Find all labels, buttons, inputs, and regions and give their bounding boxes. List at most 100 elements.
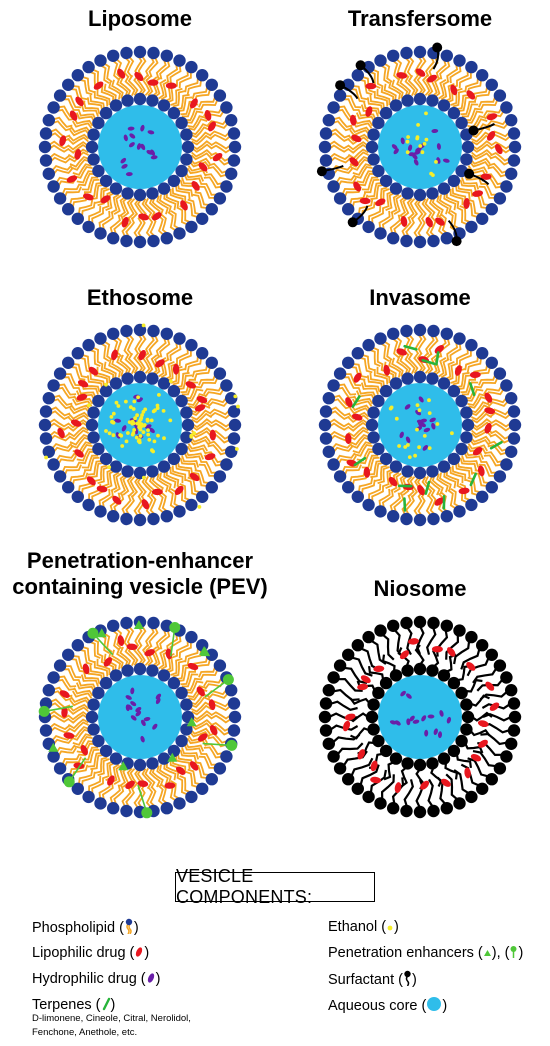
lipophilic-drug	[204, 109, 212, 121]
phospholipid-head	[92, 116, 105, 130]
phospholipid-tail	[108, 80, 121, 100]
phospholipid-head	[367, 431, 380, 444]
phospholipid-tail	[342, 98, 360, 111]
lipophilic-drug	[469, 371, 481, 379]
phospholipid-tail	[450, 87, 463, 106]
surfactant-head	[447, 744, 461, 758]
ethanol-molecule	[427, 446, 432, 450]
edge-activator-head	[347, 217, 358, 228]
phospholipid-head	[133, 662, 147, 676]
surfactant-tail	[414, 644, 425, 666]
phospholipid-head	[71, 69, 84, 82]
phospholipid-tail	[444, 82, 455, 103]
ethanol-molecule	[142, 423, 147, 427]
phospholipid-tail	[67, 713, 89, 724]
title-liposome: Liposome	[88, 6, 192, 31]
terpene-icon	[102, 997, 110, 1011]
phospholipid-tail	[416, 74, 426, 96]
phospholipid-tail	[347, 419, 369, 429]
surfactant-tail	[430, 766, 443, 787]
phospholipid-tail	[187, 685, 207, 698]
surfactant-head	[401, 664, 414, 677]
lipophilic-drug	[489, 702, 500, 711]
lipophilic-drug	[484, 423, 492, 434]
phospholipid-tail	[328, 140, 350, 150]
phospholipid-tail	[209, 411, 231, 420]
phospholipid-tail	[367, 181, 383, 198]
phospholipid-tail	[446, 63, 459, 82]
lipophilic-drug	[82, 663, 90, 675]
phospholipid-tail	[203, 676, 223, 687]
phospholipid-tail	[62, 376, 80, 389]
phospholipid-head	[175, 164, 188, 178]
phospholipid-head	[228, 710, 242, 724]
phospholipid-tail	[69, 129, 91, 137]
phospholipid-tail	[185, 478, 199, 496]
phospholipid-head	[133, 235, 147, 249]
phospholipid-tail	[440, 358, 450, 379]
hydrophilic-drug	[446, 716, 452, 724]
phospholipid-tail	[374, 464, 388, 482]
legend-hydrophilic: Hydrophilic drug ()	[32, 970, 160, 988]
phospholipid-tail	[133, 352, 144, 374]
transfersome-diagram	[316, 42, 522, 249]
hydrophilic-drug	[123, 134, 128, 142]
phospholipid-head	[413, 323, 427, 337]
phospholipid-tail	[184, 171, 205, 182]
surfactant-head	[389, 669, 403, 682]
phospholipid-tail	[203, 746, 223, 759]
surfactant-tail	[444, 761, 459, 780]
phospholipid-head	[493, 192, 507, 205]
phospholipid-tail	[358, 450, 376, 465]
phospholipid-head	[157, 460, 171, 473]
lipophilic-drug	[464, 767, 471, 779]
hydrophilic-drug	[409, 715, 415, 722]
phospholipid-tail	[67, 141, 89, 151]
phospholipid-tail	[347, 141, 369, 151]
surfactant-head	[413, 615, 427, 629]
phospholipid-head	[400, 46, 413, 60]
hydrophilic-drug	[391, 144, 398, 150]
phospholipid-tail	[145, 216, 154, 238]
phospholipid-head	[109, 460, 123, 473]
phospholipid-tail	[160, 358, 170, 379]
phospholipid-head	[455, 394, 468, 408]
hydrophilic-drug	[424, 729, 429, 737]
phospholipid-tail	[347, 426, 369, 438]
phospholipid-tail	[436, 473, 449, 493]
phospholipid-head	[53, 659, 67, 672]
hydrophilic-drug	[406, 718, 411, 726]
surfactant-tail	[464, 742, 484, 754]
hydrophilic-drug	[135, 710, 142, 717]
phospholipid-head	[133, 92, 147, 106]
lipophilic-drug	[394, 782, 402, 794]
phospholipid-head	[401, 187, 414, 200]
ethanol-molecule	[405, 150, 410, 155]
lipophilic-drug	[426, 74, 438, 83]
phospholipid-tail	[457, 374, 473, 391]
phospholipid-tail	[166, 362, 178, 382]
phospholipid-head	[427, 324, 440, 338]
lipophilic-drug	[466, 662, 476, 671]
phospholipid-head	[318, 418, 332, 432]
lipophilic-drug	[485, 681, 495, 691]
phospholipid-tail	[57, 455, 77, 466]
phospholipid-head	[447, 174, 461, 188]
edge-activator-head	[464, 168, 475, 179]
ethanol-molecule	[397, 444, 401, 448]
hydrophilic-drug	[125, 704, 130, 712]
phospholipid-head	[213, 192, 227, 205]
phospholipid-tail	[187, 198, 202, 216]
phospholipid-tail	[176, 460, 194, 475]
phospholipid-head	[372, 394, 385, 408]
phospholipid-tail	[413, 495, 423, 517]
phospholipid-tail	[184, 385, 202, 400]
phospholipid-tail	[171, 465, 187, 481]
phospholipid-tail	[198, 755, 216, 769]
phospholipid-head	[157, 752, 171, 765]
ethanol-molecule	[111, 433, 116, 438]
lipophilic-drug	[172, 363, 180, 375]
phospholipid-tail	[183, 173, 203, 185]
phospholipid-tail	[88, 205, 102, 223]
phospholipid-tail	[86, 375, 104, 390]
